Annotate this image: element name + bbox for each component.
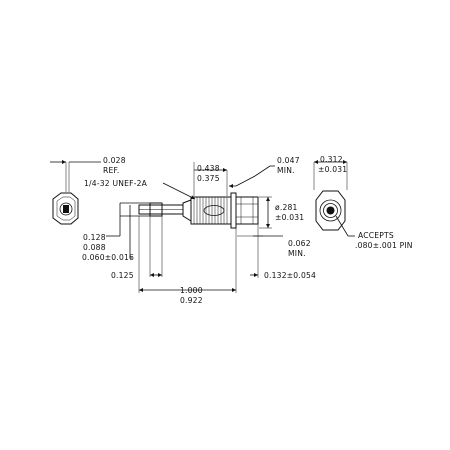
accepts-label: ACCEPTS	[358, 231, 394, 240]
tail-min-label: 0.088	[83, 243, 106, 252]
pin-size-label: .080±.001 PIN	[355, 241, 413, 250]
rear-label: 0.132±0.054	[264, 271, 316, 280]
overall-min-label: 0.922	[180, 296, 203, 305]
tail-thickness-label: 0.060±0.016	[82, 253, 134, 262]
length-max-label: 0.438	[197, 164, 220, 173]
flange-min-label: MIN.	[277, 166, 295, 175]
overall-max-label: 1.000	[180, 286, 203, 295]
end-dim-label: 0.028	[103, 156, 126, 165]
thread-lines	[193, 197, 228, 224]
length-min-label: 0.375	[197, 174, 220, 183]
flange-value-label: 0.047	[277, 156, 300, 165]
thread-label: 1/4-32 UNEF-2A	[84, 179, 148, 188]
jack-side-view	[138, 192, 259, 229]
diameter-label: ø.281	[275, 203, 298, 212]
terminal-label: 0.125	[111, 271, 134, 280]
end-view-left	[50, 160, 101, 225]
nut-value-label: 0.062	[288, 239, 311, 248]
nut-min-label: MIN.	[288, 249, 306, 258]
end-ref-label: REF.	[103, 166, 119, 175]
hex-dim-label: 0.312	[320, 155, 343, 164]
hex-tol-label: ±0.031	[318, 165, 347, 174]
tail-max-label: 0.128	[83, 233, 106, 242]
end-view-right	[313, 160, 355, 237]
diameter-tol-label: ±0.031	[275, 213, 304, 222]
